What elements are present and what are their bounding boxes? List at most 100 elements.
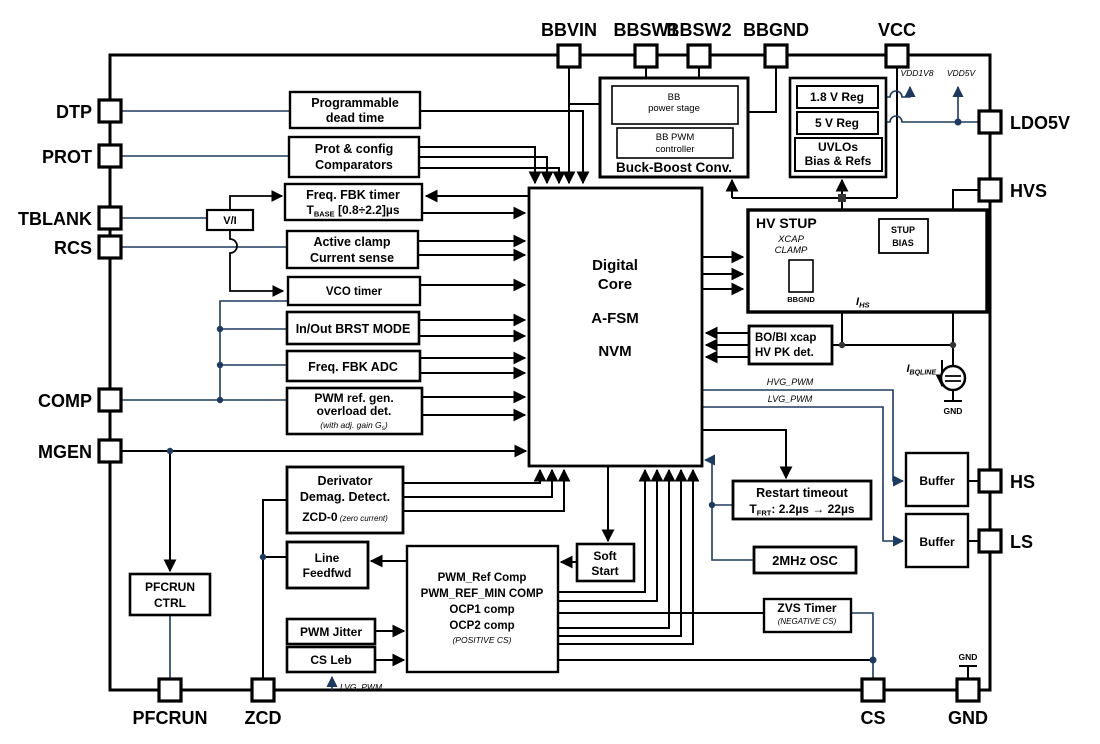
soft-start-block: [575, 542, 636, 583]
pin-rcs: RCS: [54, 234, 123, 260]
svg-text:Buffer: Buffer: [919, 535, 955, 549]
svg-text:ZCD-0 (zero current): ZCD-0 (zero current): [302, 510, 388, 524]
svg-text:Active clamp: Active clamp: [313, 235, 390, 249]
bo-bi-block: [747, 324, 834, 366]
gnd-symbol-label: GND: [959, 652, 978, 662]
svg-text:PWM Jitter: PWM Jitter: [300, 625, 362, 639]
freq-fbk-timer-block: [283, 182, 424, 222]
svg-text:ZVS Timer: ZVS Timer: [777, 601, 836, 615]
svg-text:COMP: COMP: [38, 391, 92, 411]
svg-text:CS Leb: CS Leb: [310, 653, 351, 667]
svg-text:Buck-Boost Conv.: Buck-Boost Conv.: [616, 160, 732, 175]
ihs-label: IHS: [856, 296, 869, 310]
pwm-ref-gen-block: [285, 386, 424, 436]
lvg-pwm-label: LVG_PWM: [768, 394, 813, 404]
svg-text:PROT: PROT: [42, 147, 92, 167]
svg-text:NVM: NVM: [598, 343, 631, 360]
lvg-pwm-tap-label: LVG_PWM: [340, 682, 383, 692]
zvs-timer-block: [762, 597, 853, 634]
restart-timeout-block: [731, 479, 873, 521]
svg-text:LDO5V: LDO5V: [1010, 113, 1070, 133]
svg-text:VCC: VCC: [878, 20, 916, 40]
pin-bbsw1: BBSW1: [613, 20, 679, 69]
blocks: Programmable dead time Prot & config Com…: [128, 76, 989, 674]
svg-text:BB: BB: [668, 92, 681, 103]
pin-cs: CS: [860, 677, 886, 728]
vi-converter-block: [205, 208, 255, 232]
svg-text:(with adj. gain Gs): (with adj. gain Gs): [320, 420, 388, 432]
pin-comp: COMP: [38, 387, 123, 413]
svg-text:HV STUP: HV STUP: [756, 215, 817, 231]
svg-text:HS: HS: [1010, 472, 1035, 492]
pwm-jitter-block: [285, 617, 377, 646]
svg-text:GND: GND: [948, 708, 988, 728]
pin-tblank: TBLANK: [18, 205, 123, 231]
dead-time-block: [288, 90, 422, 130]
derivator-block: [285, 465, 405, 535]
svg-text:BO/BI xcap: BO/BI xcap: [755, 332, 816, 344]
signal-labels: VDD1V8 VDD5V HVG_PWM LVG_PWM IBQLINE GND…: [340, 68, 977, 692]
svg-text:MGEN: MGEN: [38, 442, 92, 462]
svg-text:UVLOs: UVLOs: [818, 140, 858, 154]
svg-text:HVS: HVS: [1010, 181, 1047, 201]
pin-ls: LS: [977, 528, 1033, 554]
svg-text:PWM ref. gen.: PWM ref. gen.: [314, 391, 393, 405]
dead-time-label: Programmable: [311, 96, 399, 110]
svg-text:OCP1 comp: OCP1 comp: [449, 604, 514, 616]
osc-block: [752, 545, 858, 575]
pin-bbvin: BBVIN: [541, 20, 597, 69]
svg-text:Bias & Refs: Bias & Refs: [805, 154, 872, 168]
svg-text:PFCRUN: PFCRUN: [133, 708, 208, 728]
pin-bbgnd: BBGND: [743, 20, 809, 69]
vdd1v8-label: VDD1V8: [900, 68, 933, 78]
chip-border: [108, 53, 992, 692]
svg-text:Prot & config: Prot & config: [315, 142, 393, 156]
svg-text:V/I: V/I: [223, 215, 236, 227]
prot-config-block: [287, 135, 421, 179]
svg-text:LS: LS: [1010, 532, 1033, 552]
tbase-label: TBASE [0.8÷2.2]µs: [306, 203, 399, 219]
svg-text:OCP2 comp: OCP2 comp: [449, 620, 514, 632]
svg-text:1.8 V Reg: 1.8 V Reg: [810, 90, 864, 104]
svg-text:controller: controller: [655, 144, 694, 155]
svg-text:Demag. Detect.: Demag. Detect.: [300, 490, 390, 504]
pin-vcc: VCC: [878, 20, 916, 69]
svg-text:TFRT: 2.2µs → 22µs: TFRT: 2.2µs → 22µs: [749, 502, 854, 518]
pwm-comparators-block: [405, 544, 560, 674]
svg-text:Digital: Digital: [592, 257, 638, 274]
svg-text:A-FSM: A-FSM: [591, 310, 639, 327]
svg-text:(POSITIVE CS): (POSITIVE CS): [452, 635, 511, 645]
svg-text:dead time: dead time: [326, 111, 384, 125]
svg-text:PWM_REF_MIN COMP: PWM_REF_MIN COMP: [421, 588, 544, 600]
svg-text:Restart timeout: Restart timeout: [756, 486, 849, 500]
svg-text:Start: Start: [591, 564, 618, 578]
svg-text:BBSW1: BBSW1: [613, 20, 678, 40]
svg-text:DTP: DTP: [56, 102, 92, 122]
pin-hvs: HVS: [977, 177, 1047, 203]
pin-pfcrun: PFCRUN: [133, 677, 208, 728]
pin-ldo5v: LDO5V: [977, 109, 1070, 135]
stup-bias-box: [878, 218, 929, 254]
xcap-clamp-label: XCAP: [777, 234, 805, 245]
svg-text:Line: Line: [315, 551, 340, 565]
svg-text:BBGND: BBGND: [743, 20, 809, 40]
svg-text:CS: CS: [860, 708, 885, 728]
svg-text:ZCD: ZCD: [245, 708, 282, 728]
digital-core-block: [527, 186, 704, 468]
pfcrun-ctrl-block: [128, 572, 212, 617]
xcap-clamp-diode: [788, 259, 814, 293]
bb-power-stage-box: [611, 85, 739, 125]
vco-timer-block: [286, 275, 422, 307]
svg-text:CTRL: CTRL: [154, 596, 186, 610]
cs-leb-block: [285, 645, 377, 674]
hv-stup-block: [746, 208, 989, 314]
hvg-pwm-label: HVG_PWM: [767, 377, 814, 387]
freq-fbk-adc-block: [285, 349, 422, 383]
burst-mode-block: [285, 310, 421, 346]
svg-text:STUP: STUP: [891, 225, 915, 235]
svg-text:2MHz OSC: 2MHz OSC: [772, 553, 838, 568]
svg-text:Soft: Soft: [593, 549, 616, 563]
svg-text:In/Out BRST MODE: In/Out BRST MODE: [296, 322, 411, 336]
hs-buffer-block: [904, 451, 970, 508]
